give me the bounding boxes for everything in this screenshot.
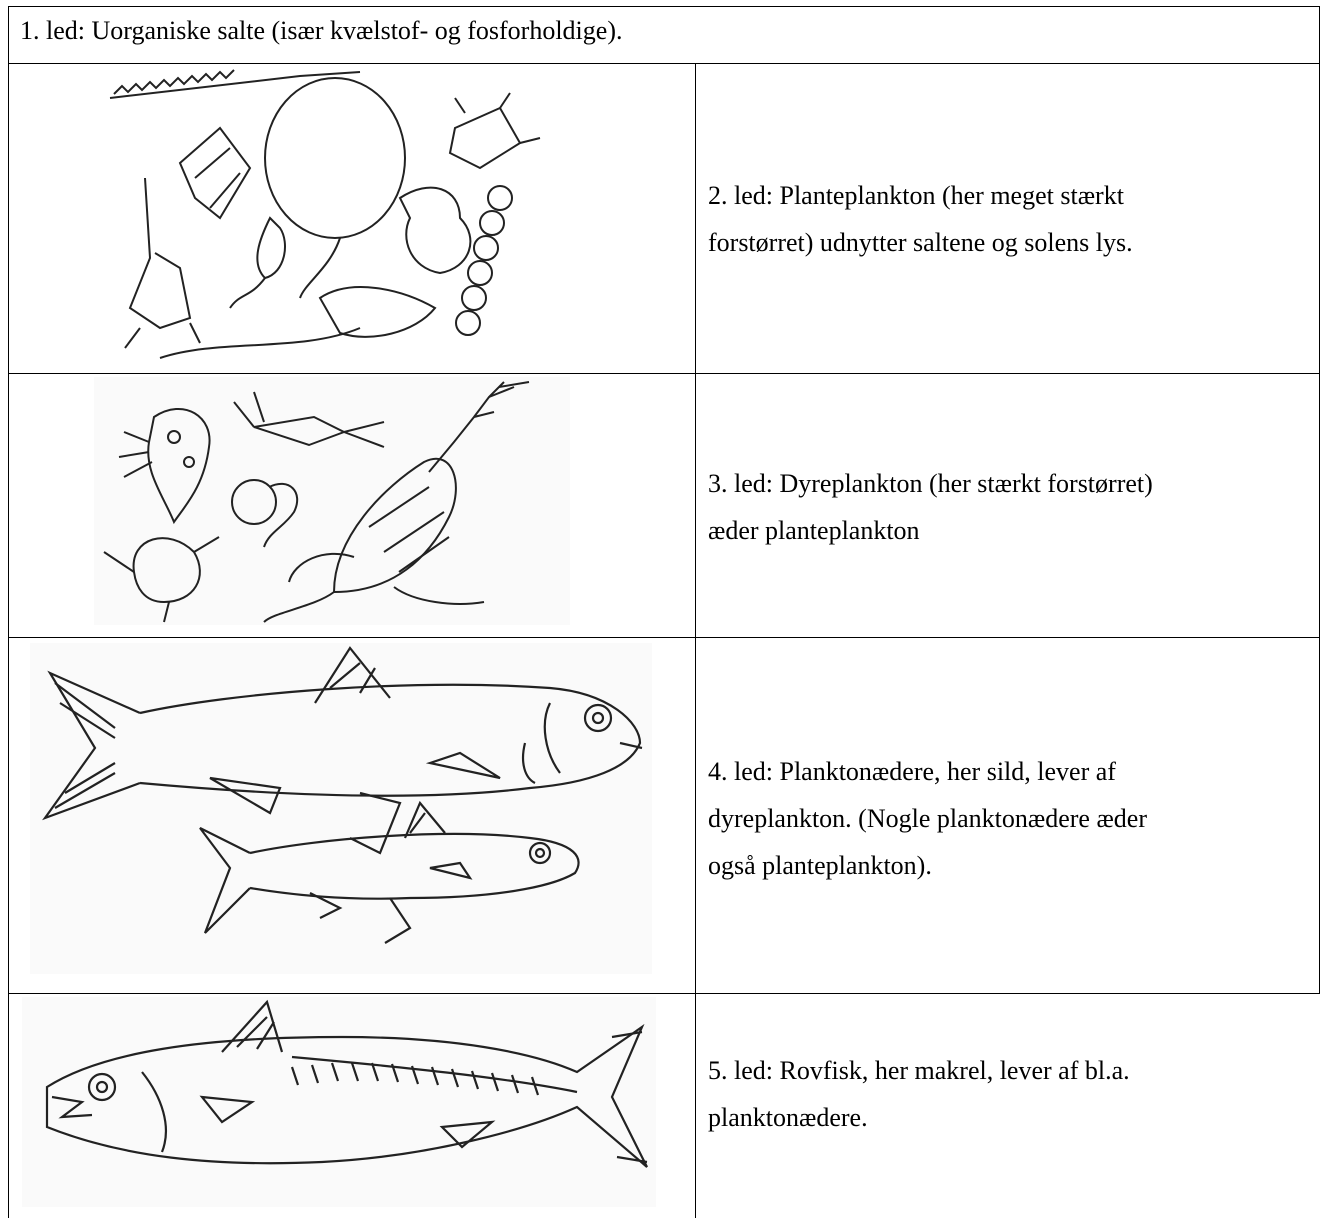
table-border-top	[8, 6, 1320, 7]
row-4-line-3: også planteplankton).	[708, 842, 1308, 889]
phytoplankton-drawing	[100, 68, 570, 368]
row-3-line-1: 3. led: Dyreplankton (her stærkt forstør…	[708, 460, 1308, 507]
row-divider-1	[8, 63, 1320, 64]
row-4-line-1: 4. led: Planktonædere, her sild, lever a…	[708, 748, 1308, 795]
row-3-text: 3. led: Dyreplankton (her stærkt forstør…	[708, 460, 1308, 554]
row-3-line-2: æder planteplankton	[708, 507, 1308, 554]
row-1-text: 1. led: Uorganiske salte (især kvælstof-…	[20, 14, 622, 48]
column-divider	[695, 63, 696, 1218]
herring-drawing	[30, 643, 652, 974]
row-5-text: 5. led: Rovfisk, her makrel, lever af bl…	[708, 1047, 1308, 1141]
zooplankton-drawing	[94, 377, 570, 625]
row-2-line-1: 2. led: Planteplankton (her meget stærkt	[708, 172, 1308, 219]
row-2-text: 2. led: Planteplankton (her meget stærkt…	[708, 172, 1308, 266]
table-border-left	[8, 6, 9, 1218]
row-divider-2	[8, 373, 1320, 374]
row-4-text: 4. led: Planktonædere, her sild, lever a…	[708, 748, 1308, 889]
row-5-line-2: planktonædere.	[708, 1094, 1308, 1141]
mackerel-drawing	[22, 997, 656, 1207]
row-divider-4	[8, 993, 1320, 994]
row-divider-3	[8, 637, 1320, 638]
row-5-line-1: 5. led: Rovfisk, her makrel, lever af bl…	[708, 1047, 1308, 1094]
row-4-line-2: dyreplankton. (Nogle planktonædere æder	[708, 795, 1308, 842]
row-2-line-2: forstørret) udnytter saltene og solens l…	[708, 219, 1308, 266]
